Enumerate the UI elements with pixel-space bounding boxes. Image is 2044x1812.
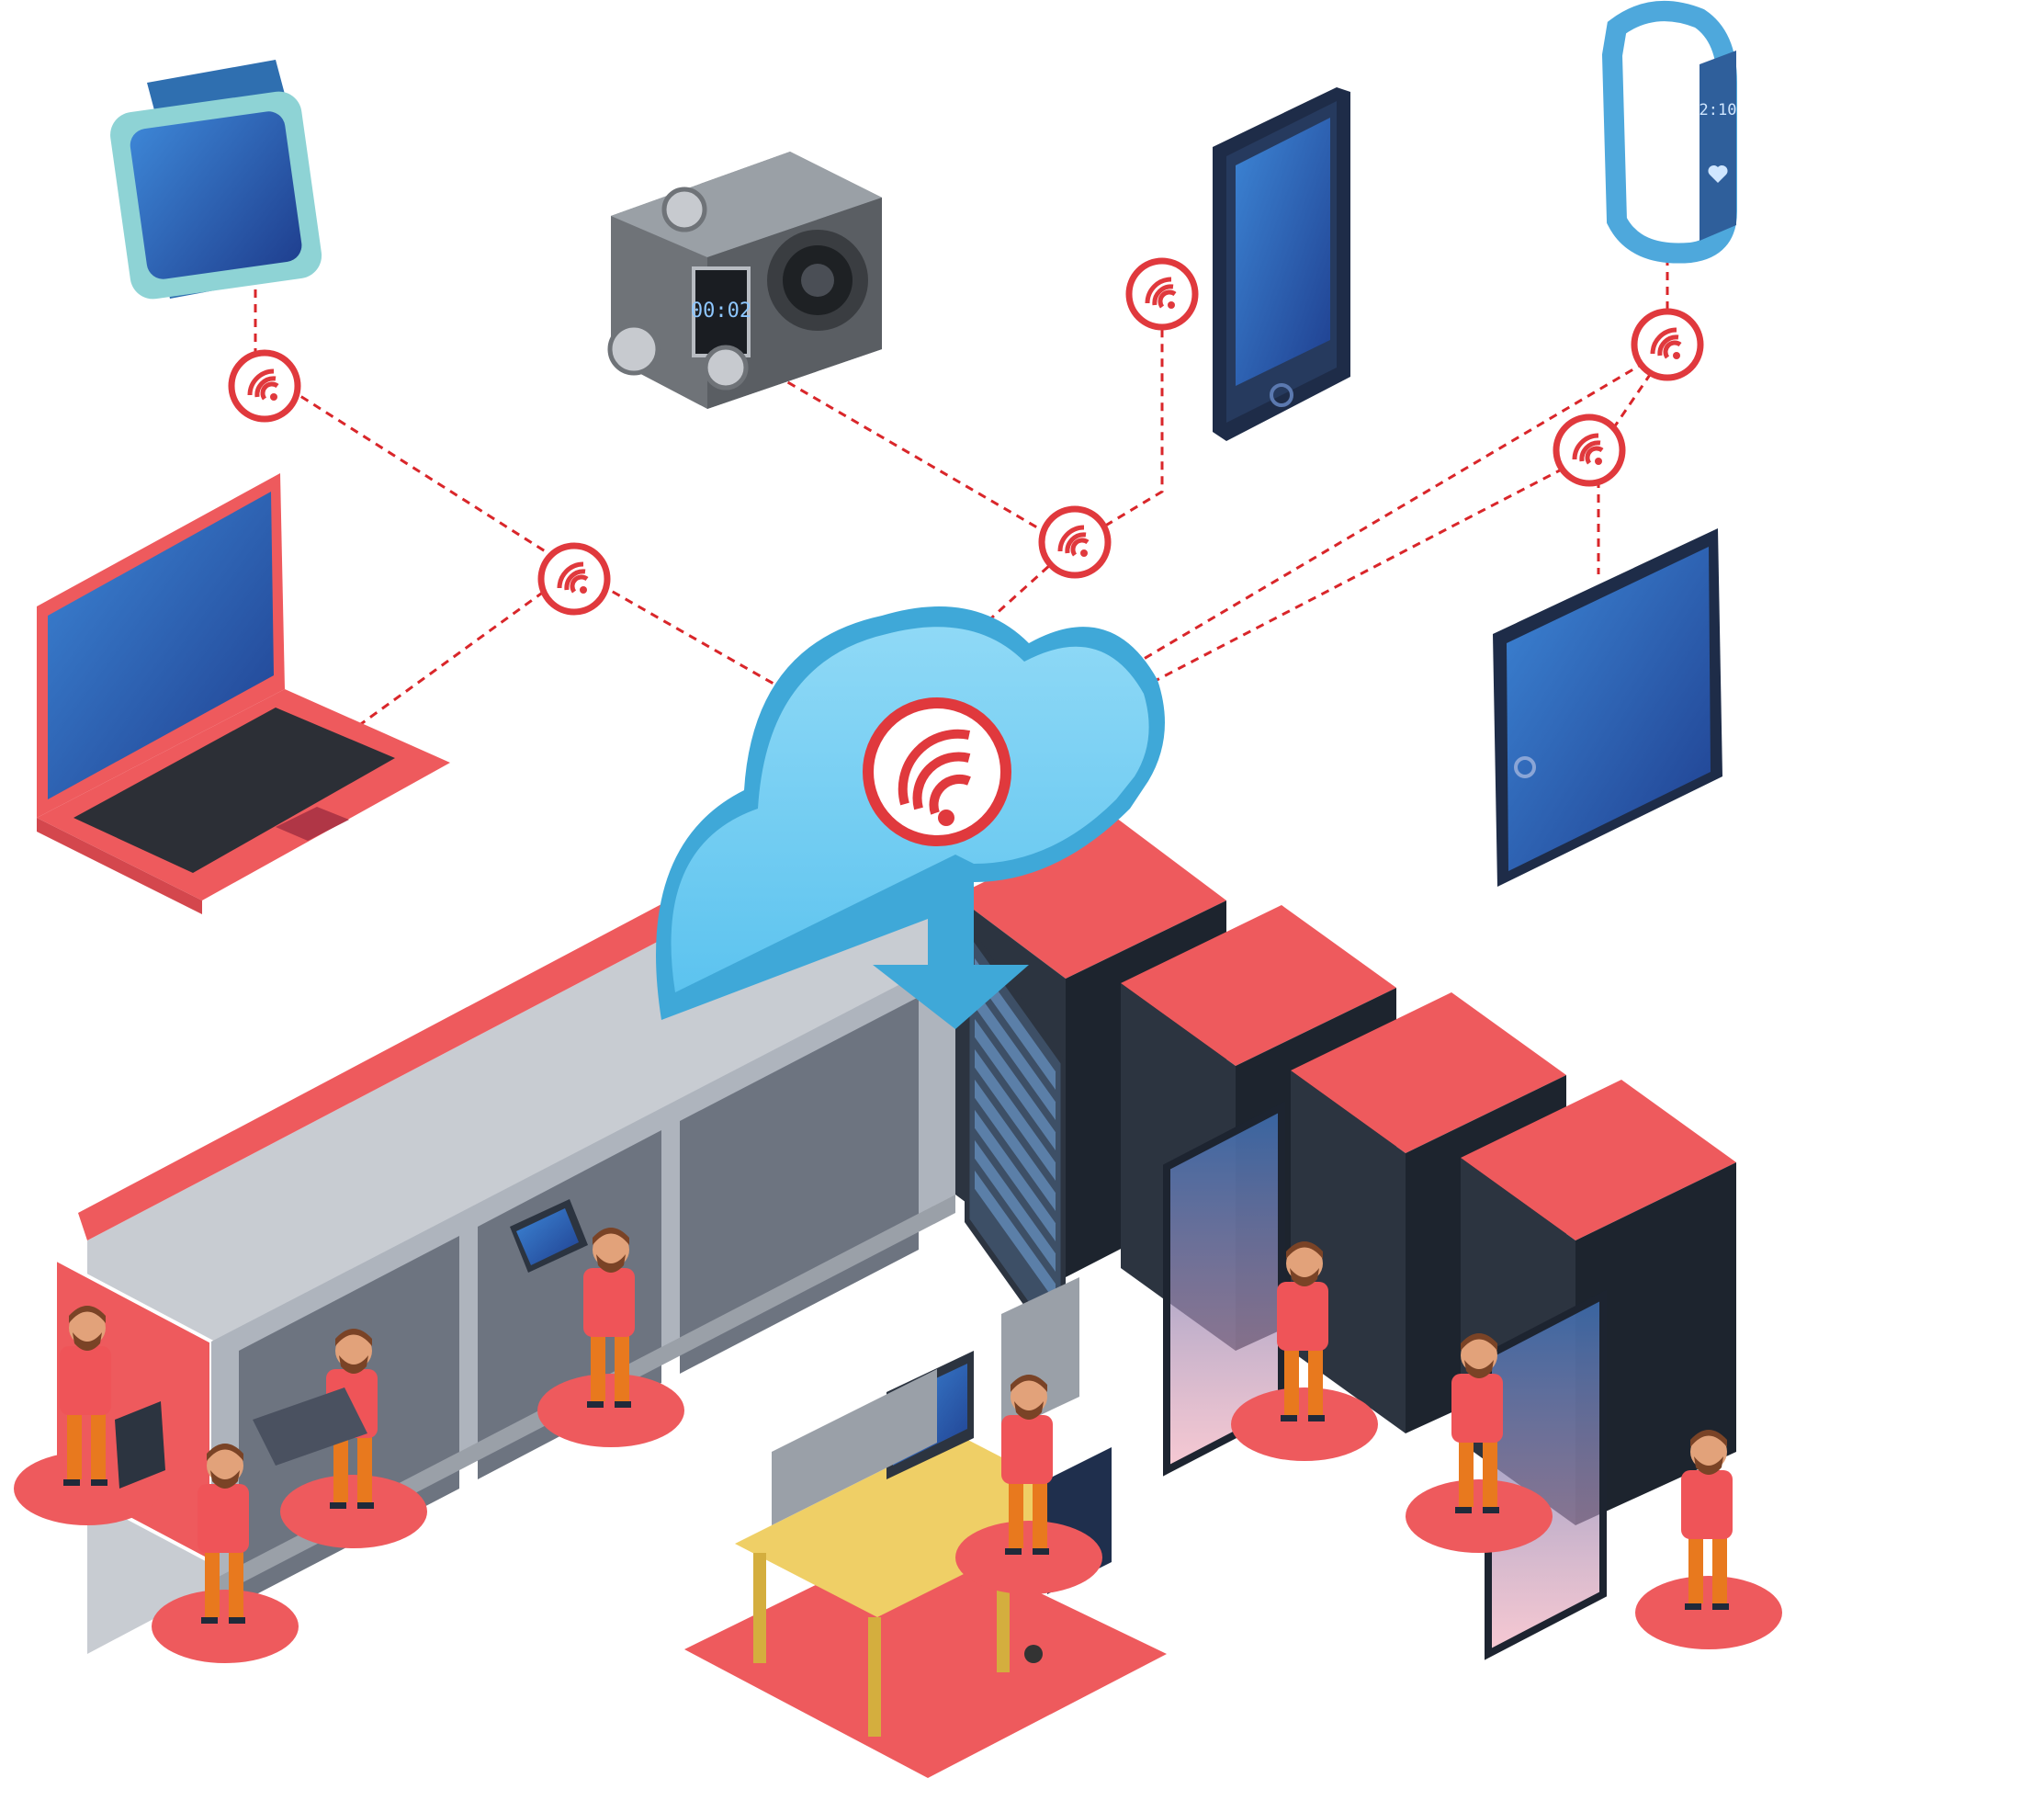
wifi-badge-icon: [1634, 311, 1700, 378]
cloud-wifi-icon: [656, 606, 1165, 1029]
camera-screen-time: 00:02: [691, 300, 751, 323]
wifi-badges: [232, 261, 1700, 612]
wifi-badge-icon: [541, 546, 607, 612]
smartphone-icon: [1213, 87, 1350, 441]
handheld-devices: [115, 1199, 588, 1489]
desk-workstation: [684, 1277, 1167, 1778]
smartwatch-icon: [110, 60, 322, 300]
fitness-band-icon: 2:10: [1601, 1, 1737, 264]
fitness-band-time: 2:10: [1700, 101, 1737, 119]
tablet-icon: [1493, 528, 1722, 887]
wifi-badge-icon: [232, 353, 298, 419]
wifi-badge-icon: [1556, 417, 1622, 483]
wifi-badge-icon: [1042, 509, 1108, 575]
wifi-badge-icon: [1129, 261, 1195, 327]
action-camera-icon: 00:02: [607, 152, 882, 409]
laptop-icon: [37, 473, 450, 914]
